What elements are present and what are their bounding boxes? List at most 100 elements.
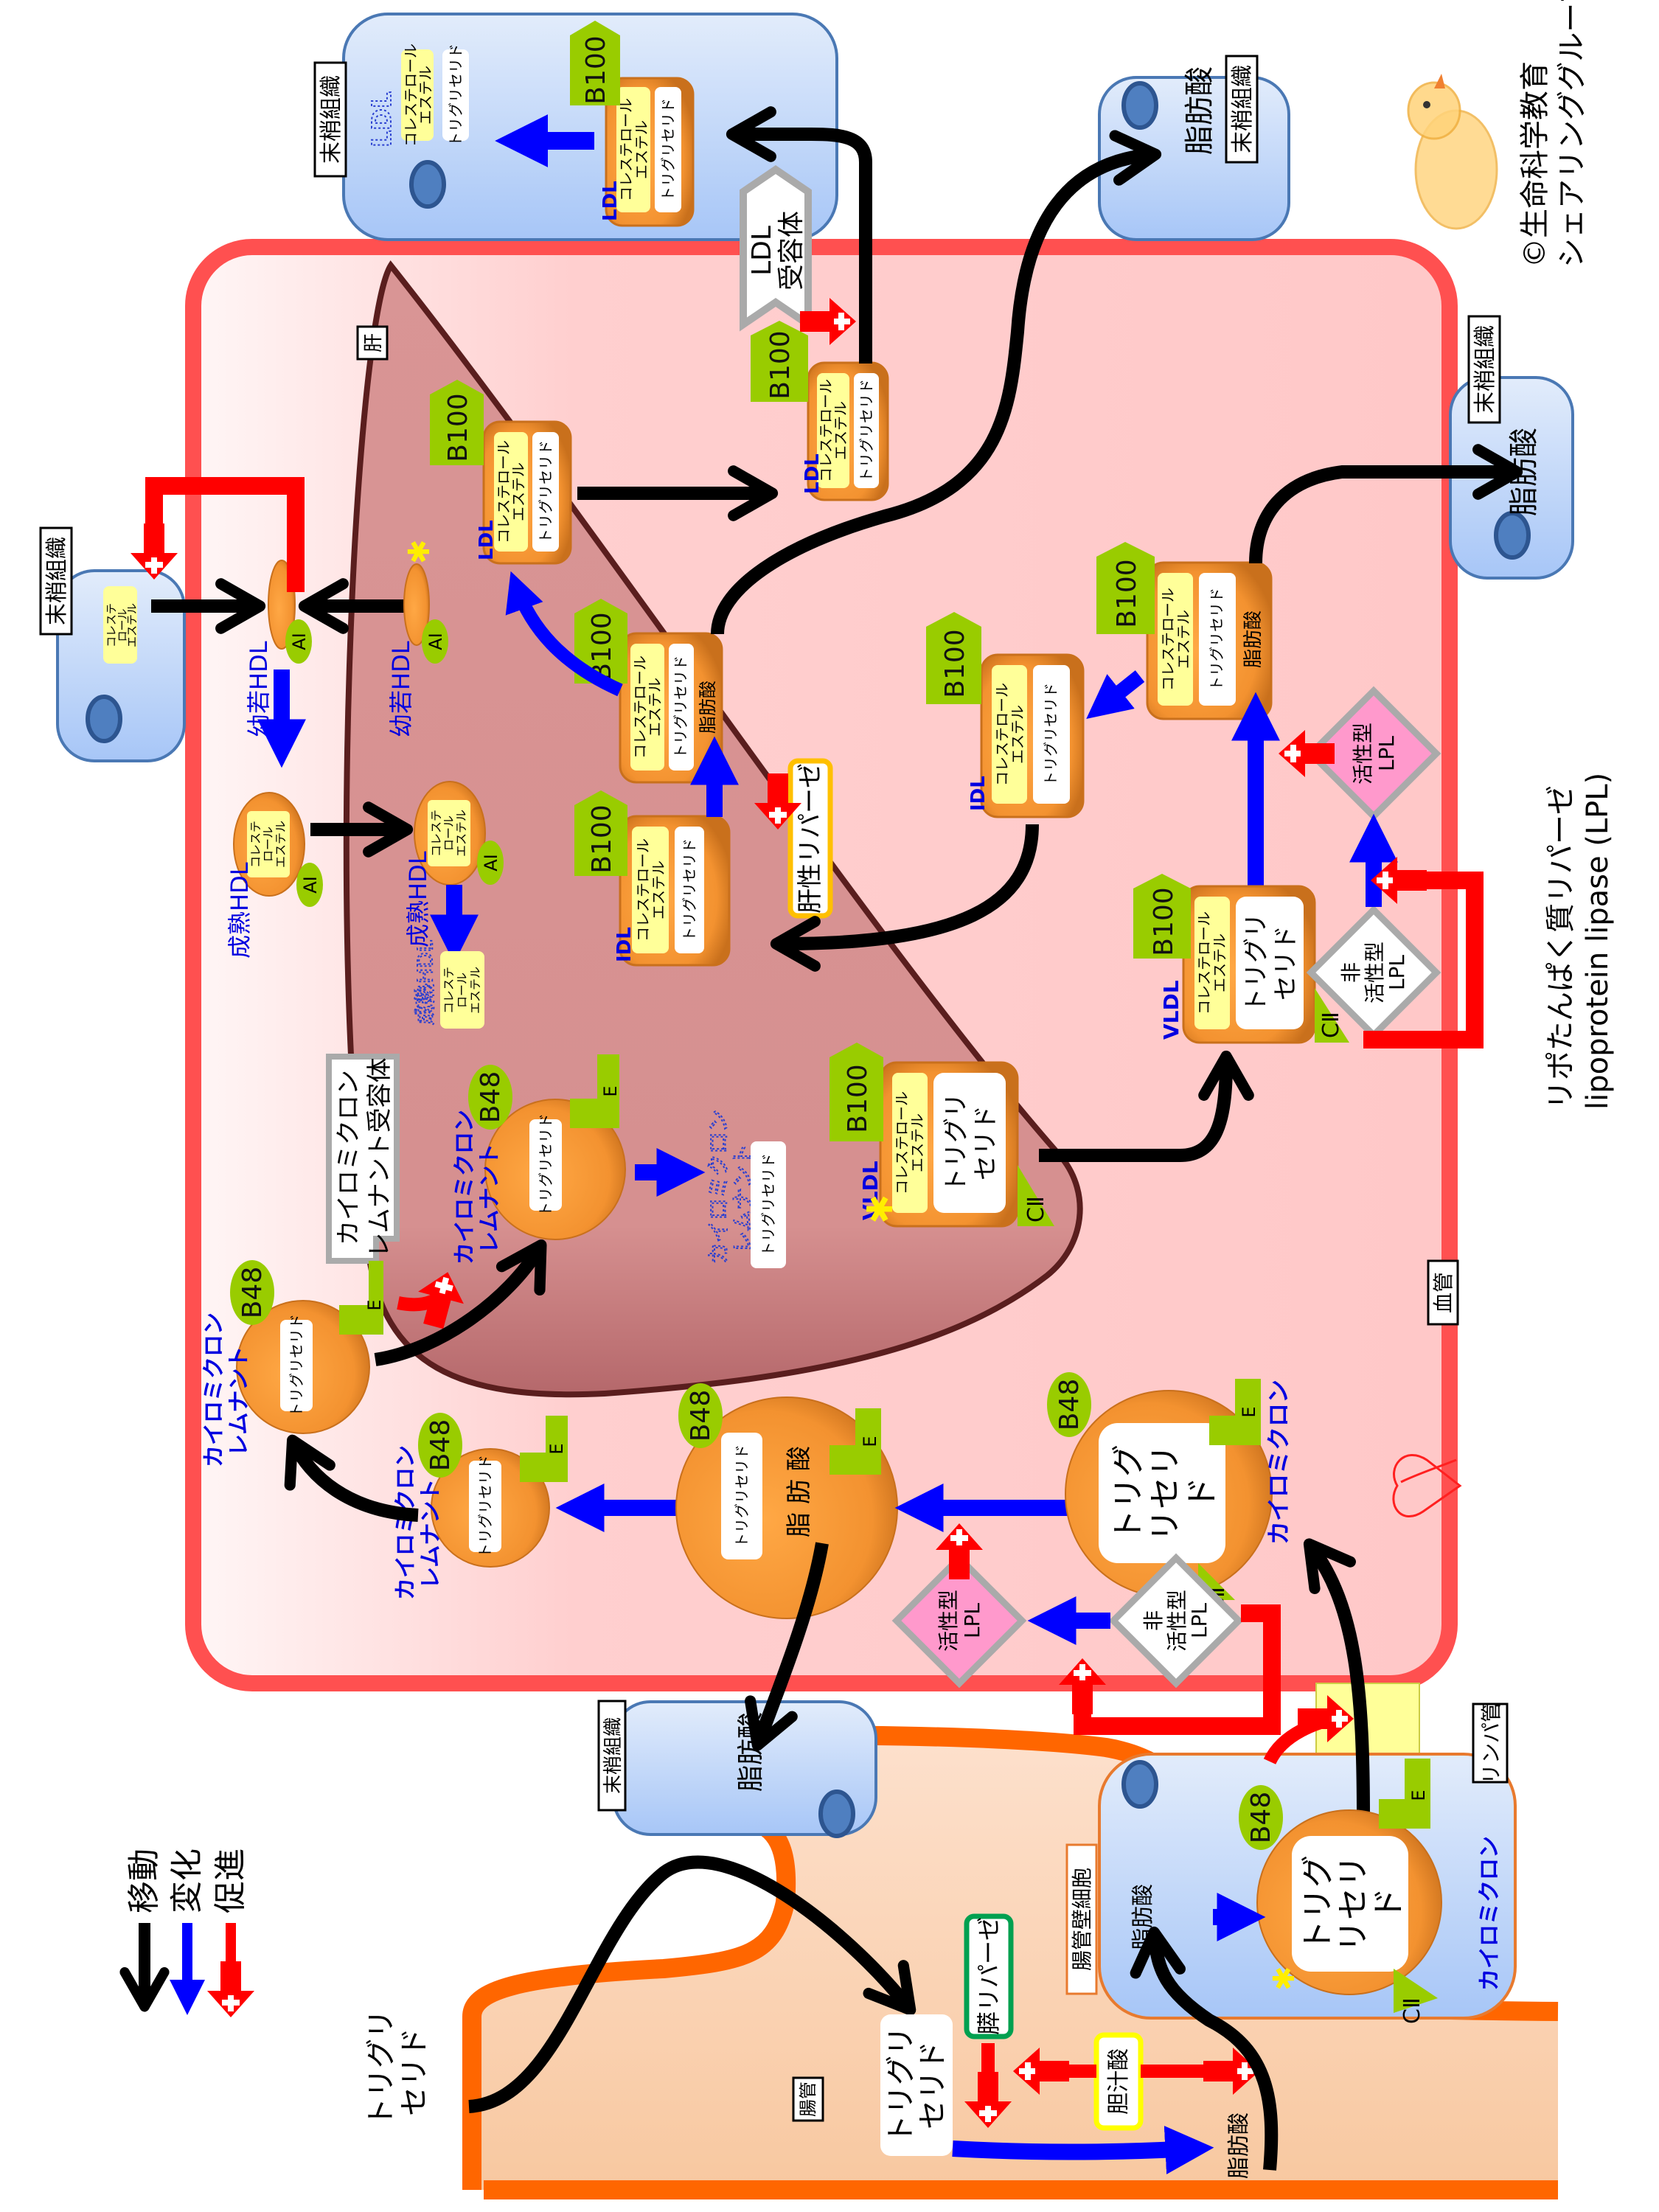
apo-e-tag xyxy=(570,1054,619,1128)
chick-illustration xyxy=(1407,74,1498,230)
svg-text:活性型: 活性型 xyxy=(936,1590,961,1652)
svg-text:トリグリセリド: トリグリセリド xyxy=(733,1444,751,1548)
svg-text:カイロミクロン: カイロミクロン xyxy=(201,1312,227,1467)
svg-text:エステル: エステル xyxy=(1211,933,1228,992)
svg-text:血管: 血管 xyxy=(1431,1272,1455,1313)
star-icon: ✱ xyxy=(860,1194,901,1224)
cell-nucleus xyxy=(818,1790,855,1838)
apo-b100-tag xyxy=(574,790,627,876)
svg-text:リンパ管: リンパ管 xyxy=(1479,1702,1503,1784)
svg-text:末梢組織: 末梢組織 xyxy=(44,537,70,625)
svg-text:B100: B100 xyxy=(1112,559,1142,627)
svg-text:lipoprotein lipase (LPL): lipoprotein lipase (LPL) xyxy=(1581,773,1615,1110)
ldl-particle-liver: コレステロール エステル トリグリセリド B100 LDL xyxy=(430,380,572,565)
remnant-blood-1: トリグリセリド B48 E カイロミクロン レムナント xyxy=(201,1260,385,1467)
apo-b100-tag xyxy=(1133,874,1191,959)
svg-text:LPL: LPL xyxy=(1385,955,1409,990)
fatty-acid-tissue-top: 脂肪酸 xyxy=(1183,66,1217,155)
tg-released-liver: カイロミクロン レムナント トリグリセリド xyxy=(706,1109,786,1268)
svg-text:トリグリ: トリグリ xyxy=(1242,913,1271,1013)
apo-b100-tag xyxy=(751,321,808,402)
svg-text:非: 非 xyxy=(1141,1610,1166,1631)
svg-text:トリグ: トリグ xyxy=(1110,1444,1147,1542)
apo-b100-tag xyxy=(830,1043,883,1141)
svg-text:LDL: LDL xyxy=(367,91,397,147)
svg-text:トリグリセリド: トリグリセリド xyxy=(537,1113,554,1217)
svg-text:酸: 酸 xyxy=(785,1446,814,1471)
svg-text:トリグリセリド: トリグリセリド xyxy=(447,44,465,147)
svg-text:肪: 肪 xyxy=(785,1479,814,1504)
svg-text:トリグリ: トリグリ xyxy=(884,2026,918,2144)
arrow-move xyxy=(1303,1538,1370,1818)
label-intestinal-cell: 腸管壁細胞 xyxy=(1065,1843,1098,1995)
svg-text:エステル: エステル xyxy=(650,860,667,919)
svg-text:トリグリセリド: トリグリセリド xyxy=(288,1314,305,1417)
svg-text:末梢組織: 末梢組織 xyxy=(602,1717,625,1794)
chylomicron-blood: トリグ リセリ ド B48 E CⅡ カイロミクロン xyxy=(1047,1372,1293,1613)
svg-text:エステル: エステル xyxy=(1009,705,1026,764)
svg-text:コレステロール: コレステロール xyxy=(634,838,652,942)
svg-text:IDL: IDL xyxy=(967,776,990,811)
svg-text:トリグリ: トリグリ xyxy=(942,1093,971,1193)
svg-text:レムナント受容体: レムナント受容体 xyxy=(365,1057,394,1257)
svg-text:B48: B48 xyxy=(476,1071,506,1124)
heart-doodle xyxy=(1392,1454,1462,1517)
svg-text:エステル: エステル xyxy=(633,120,650,179)
arrow-move xyxy=(1130,1926,1279,2171)
svg-text:トリグリ: トリグリ xyxy=(364,2009,398,2127)
svg-text:エステル: エステル xyxy=(274,821,288,868)
cell-nucleus xyxy=(1494,511,1531,560)
svg-text:トリグリセリド: トリグリセリド xyxy=(759,1153,777,1256)
apo-a1-tag xyxy=(477,841,504,885)
svg-text:コレステロール: コレステロール xyxy=(402,44,420,147)
idl-particle-blood: コレステロール エステル トリグリセリド B100 IDL xyxy=(926,612,1085,818)
svg-text:末梢組織: 末梢組織 xyxy=(319,75,344,164)
svg-text:コレステロール: コレステロール xyxy=(993,683,1011,786)
arrow-move xyxy=(284,1434,419,1522)
svg-text:エステル: エステル xyxy=(908,1113,926,1172)
svg-text:成熟HDL: 成熟HDL xyxy=(413,940,437,1025)
svg-text:セリド: セリド xyxy=(916,2041,950,2129)
svg-text:AⅠ: AⅠ xyxy=(300,876,321,894)
apo-b100-tag xyxy=(430,380,484,465)
intestine xyxy=(472,1740,1558,2190)
svg-text:B48: B48 xyxy=(1246,1792,1276,1844)
promote-bracket xyxy=(1363,872,1484,1048)
label-peripheral-fa-bottom: 末梢組織 xyxy=(597,1700,627,1812)
legend-item-promote: 促進 xyxy=(207,1848,254,2017)
arrow-move xyxy=(745,1542,829,1751)
apo-b48-tag xyxy=(230,1260,274,1325)
legend-item-change: 変化 xyxy=(168,1848,206,2015)
star-icon: ✱ xyxy=(403,539,437,564)
svg-text:幼若HDL: 幼若HDL xyxy=(245,641,273,737)
arrow-move xyxy=(374,1239,547,1366)
ldl-particle-blood: コレステロール エステル トリグリセリド B100 LDL xyxy=(751,321,889,501)
lpl-note: リポたんぱく質リパーゼ lipoprotein lipase (LPL) xyxy=(1544,773,1615,1110)
svg-text:末梢組織: 末梢組織 xyxy=(1472,325,1498,414)
svg-text:リセリ: リセリ xyxy=(1147,1444,1184,1542)
bile-acid: 胆汁酸 xyxy=(1093,2032,1144,2131)
svg-text:E: E xyxy=(600,1085,621,1096)
svg-text:促進: 促進 xyxy=(212,1848,249,1913)
ce-liver-released: コレステ ロール エステル 成熟HDL xyxy=(412,939,484,1029)
svg-text:エステル: エステル xyxy=(646,678,664,737)
svg-text:トリグリセリド: トリグリセリド xyxy=(1208,588,1225,691)
svg-text:セリド: セリド xyxy=(1271,925,1301,1001)
svg-text:E: E xyxy=(860,1436,880,1447)
lpl-inactive-lower: 非 活性型 LPL xyxy=(1108,1553,1244,1688)
svg-text:IDL: IDL xyxy=(613,927,636,962)
apo-b48-tag xyxy=(468,1065,512,1130)
svg-text:トリグリセリド: トリグリセリド xyxy=(1042,683,1060,786)
svg-text:コレステロール: コレステロール xyxy=(631,655,649,759)
svg-text:B48: B48 xyxy=(237,1267,268,1319)
lpl-active-upper: 活性型 LPL xyxy=(1306,686,1441,821)
label-liver: 肝 xyxy=(356,325,389,361)
svg-text:コレステロール: コレステロール xyxy=(1195,911,1213,1015)
arrow-change xyxy=(1086,670,1145,719)
tg-dietary-label: トリグリ セリド xyxy=(364,2009,431,2127)
svg-text:カイロミクロン: カイロミクロン xyxy=(393,1445,419,1600)
apo-b100-tag xyxy=(1096,542,1155,634)
svg-text:トリグリセリド: トリグリセリド xyxy=(672,655,689,759)
fatty-acid-intestine: 脂肪酸 xyxy=(1226,2112,1252,2179)
label-blood-vessel: 血管 xyxy=(1427,1259,1459,1326)
